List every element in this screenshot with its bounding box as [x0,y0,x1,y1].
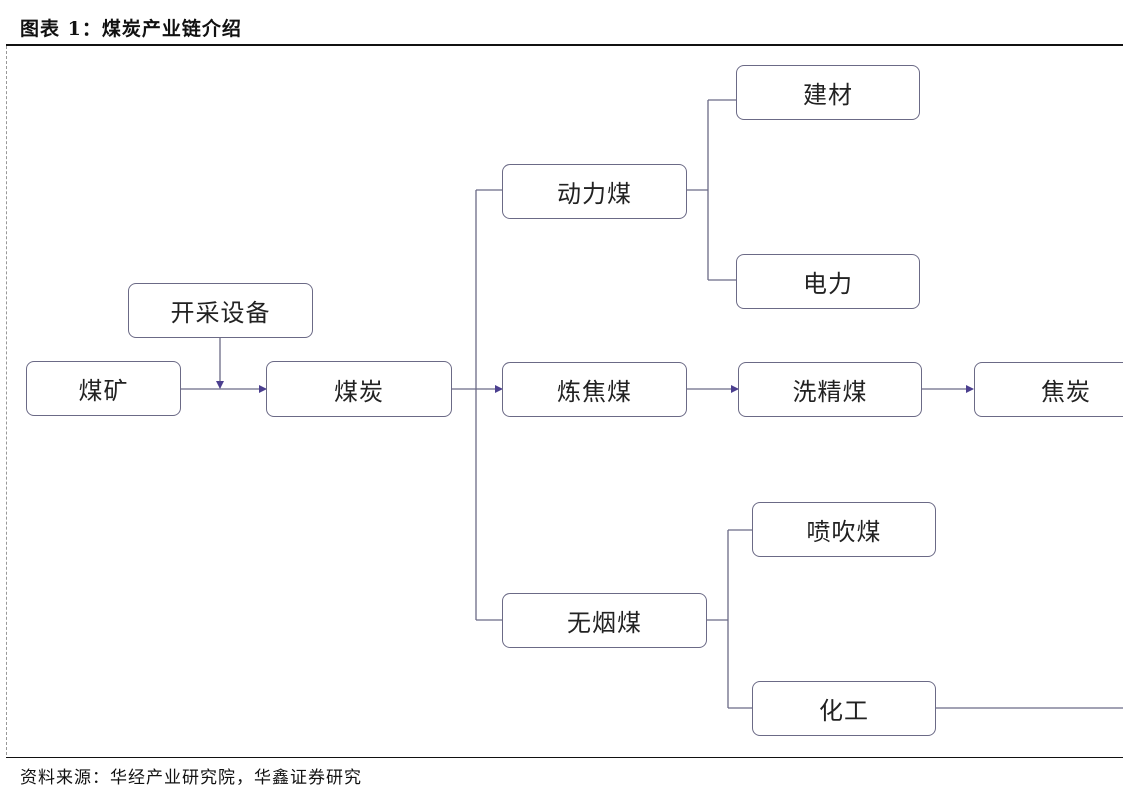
figure-title: 图表 1：煤炭产业链介绍 [20,18,242,40]
node-coke: 焦炭 [974,362,1123,417]
node-washed-coal: 洗精煤 [738,362,922,417]
node-mining-equipment: 开采设备 [128,283,313,338]
node-anthracite: 无烟煤 [502,593,707,648]
node-coal: 煤炭 [266,361,452,417]
node-thermal-coal: 动力煤 [502,164,687,219]
top-rule [6,44,1123,46]
node-electricity: 电力 [736,254,920,309]
bottom-rule [6,757,1123,758]
left-dashed-border [6,46,7,755]
node-coking-coal: 炼焦煤 [502,362,687,417]
node-chemical: 化工 [752,681,936,736]
node-building-materials: 建材 [736,65,920,120]
node-injection-coal: 喷吹煤 [752,502,936,557]
source-note: 资料来源：华经产业研究院，华鑫证券研究 [20,768,362,788]
node-coal-mine: 煤矿 [26,361,181,416]
